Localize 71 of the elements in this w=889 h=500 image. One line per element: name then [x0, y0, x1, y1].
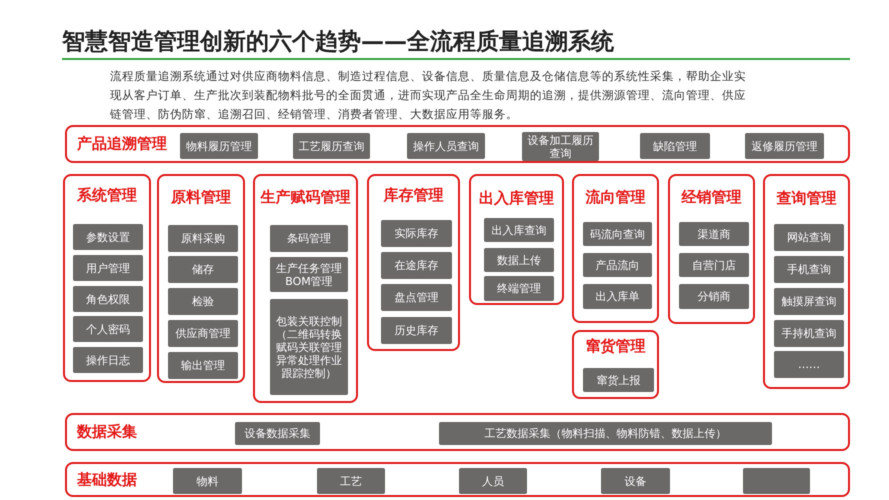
item-box: 工艺履历查询: [293, 133, 370, 159]
item-box: 历史库存: [381, 317, 452, 344]
item-box: 出入库单: [583, 284, 652, 309]
item-box: ……: [774, 351, 844, 378]
item-box: 码流向查询: [583, 222, 652, 246]
item-box: 储存: [168, 256, 238, 283]
item-box: 分销商: [679, 284, 749, 309]
item-box: 物料: [173, 468, 242, 494]
module-heading: 数据采集: [77, 422, 137, 442]
item-box: 终端管理: [484, 276, 554, 301]
module-panel: [572, 330, 659, 399]
title: 智慧智造管理创新的六个趋势——全流程质量追溯系统: [62, 28, 614, 57]
item-box: 工艺数据采集（物料扫描、物料防错、数据上传）: [439, 422, 772, 445]
module-heading: 库存管理: [382, 186, 444, 205]
module-heading: 经销管理: [680, 188, 742, 207]
module-heading: 基础数据: [77, 470, 137, 489]
item-box: 生产任务管理 BOM管理: [270, 257, 348, 292]
module-heading: 产品追溯管理: [77, 134, 167, 154]
empty-box: [743, 468, 810, 494]
item-box: 实际库存: [381, 220, 452, 247]
item-box: 检验: [168, 288, 238, 315]
item-box: 产品流向: [583, 253, 652, 277]
item-box: 条码管理: [270, 225, 348, 252]
module-heading: 查询管理: [775, 189, 838, 208]
item-box: 触摸屏查询: [774, 288, 844, 315]
item-box: 设备数据采集: [235, 422, 320, 445]
item-box: 自营门店: [679, 253, 749, 277]
item-box: 操作日志: [73, 347, 143, 373]
module-heading: 出入库管理: [478, 189, 555, 208]
item-box: 人员: [459, 468, 527, 494]
item-box: 包装关联控制（二维码转换赋码关联管理异常处理作业跟踪控制）: [270, 299, 348, 395]
item-box: 原料采购: [168, 225, 238, 252]
description-paragraph: 流程质量追溯系统通过对供应商物料信息、制造过程信息、设备信息、质量信息及仓储信息等的系统性采集，帮助企业实现从客户订单、生产批次到装配物料批号的全面贯通，进而实现产品全生命周期的追溯，提供溯源管理、流向管理、供应链管理、防伪防窜、追溯召回、经销管理、消费者管理、大数据应用等服务。: [110, 68, 747, 123]
item-box: 手持机查询: [774, 320, 844, 347]
item-box: 参数设置: [73, 224, 143, 250]
module-heading: 系统管理: [76, 186, 138, 205]
module-panel: [63, 174, 151, 382]
module-panel: [572, 174, 659, 323]
module-panel: [763, 174, 850, 389]
item-box: 输出管理: [168, 352, 238, 379]
module-band: [65, 462, 850, 497]
item-box: 设备: [601, 468, 670, 494]
module-band: [65, 413, 850, 451]
module-heading: 流向管理: [584, 188, 646, 207]
module-heading: 原料管理: [170, 188, 232, 207]
item-box: 出入库查询: [484, 218, 554, 242]
item-box: 角色权限: [73, 286, 143, 312]
item-box: 个人密码: [73, 316, 143, 342]
item-box: 手机查询: [774, 256, 844, 283]
item-box: 物料履历管理: [180, 133, 258, 159]
module-heading: 生产赋码管理: [259, 188, 352, 207]
item-box: 窜货上报: [583, 368, 654, 392]
item-box: 操作人员查询: [407, 133, 485, 159]
module-band: [65, 125, 850, 163]
item-box: 数据上传: [484, 248, 554, 272]
item-box: 缺陷管理: [640, 133, 710, 159]
item-box: 供应商管理: [168, 320, 238, 347]
item-box: 在途库存: [381, 252, 452, 279]
item-box: 用户管理: [73, 255, 143, 281]
item-box: 工艺: [317, 468, 385, 494]
item-box: 渠道商: [679, 222, 749, 246]
module-panel: [367, 174, 460, 351]
module-heading: 窜货管理: [584, 337, 646, 356]
module-panel: [157, 174, 245, 383]
module-panel: [668, 174, 755, 324]
module-panel: [253, 174, 358, 403]
item-box: 设备加工履历查询: [522, 132, 599, 161]
item-box: 返修履历管理: [745, 133, 824, 159]
module-panel: [469, 174, 564, 305]
item-box: 网站查询: [774, 224, 844, 251]
item-box: 盘点管理: [381, 284, 452, 311]
